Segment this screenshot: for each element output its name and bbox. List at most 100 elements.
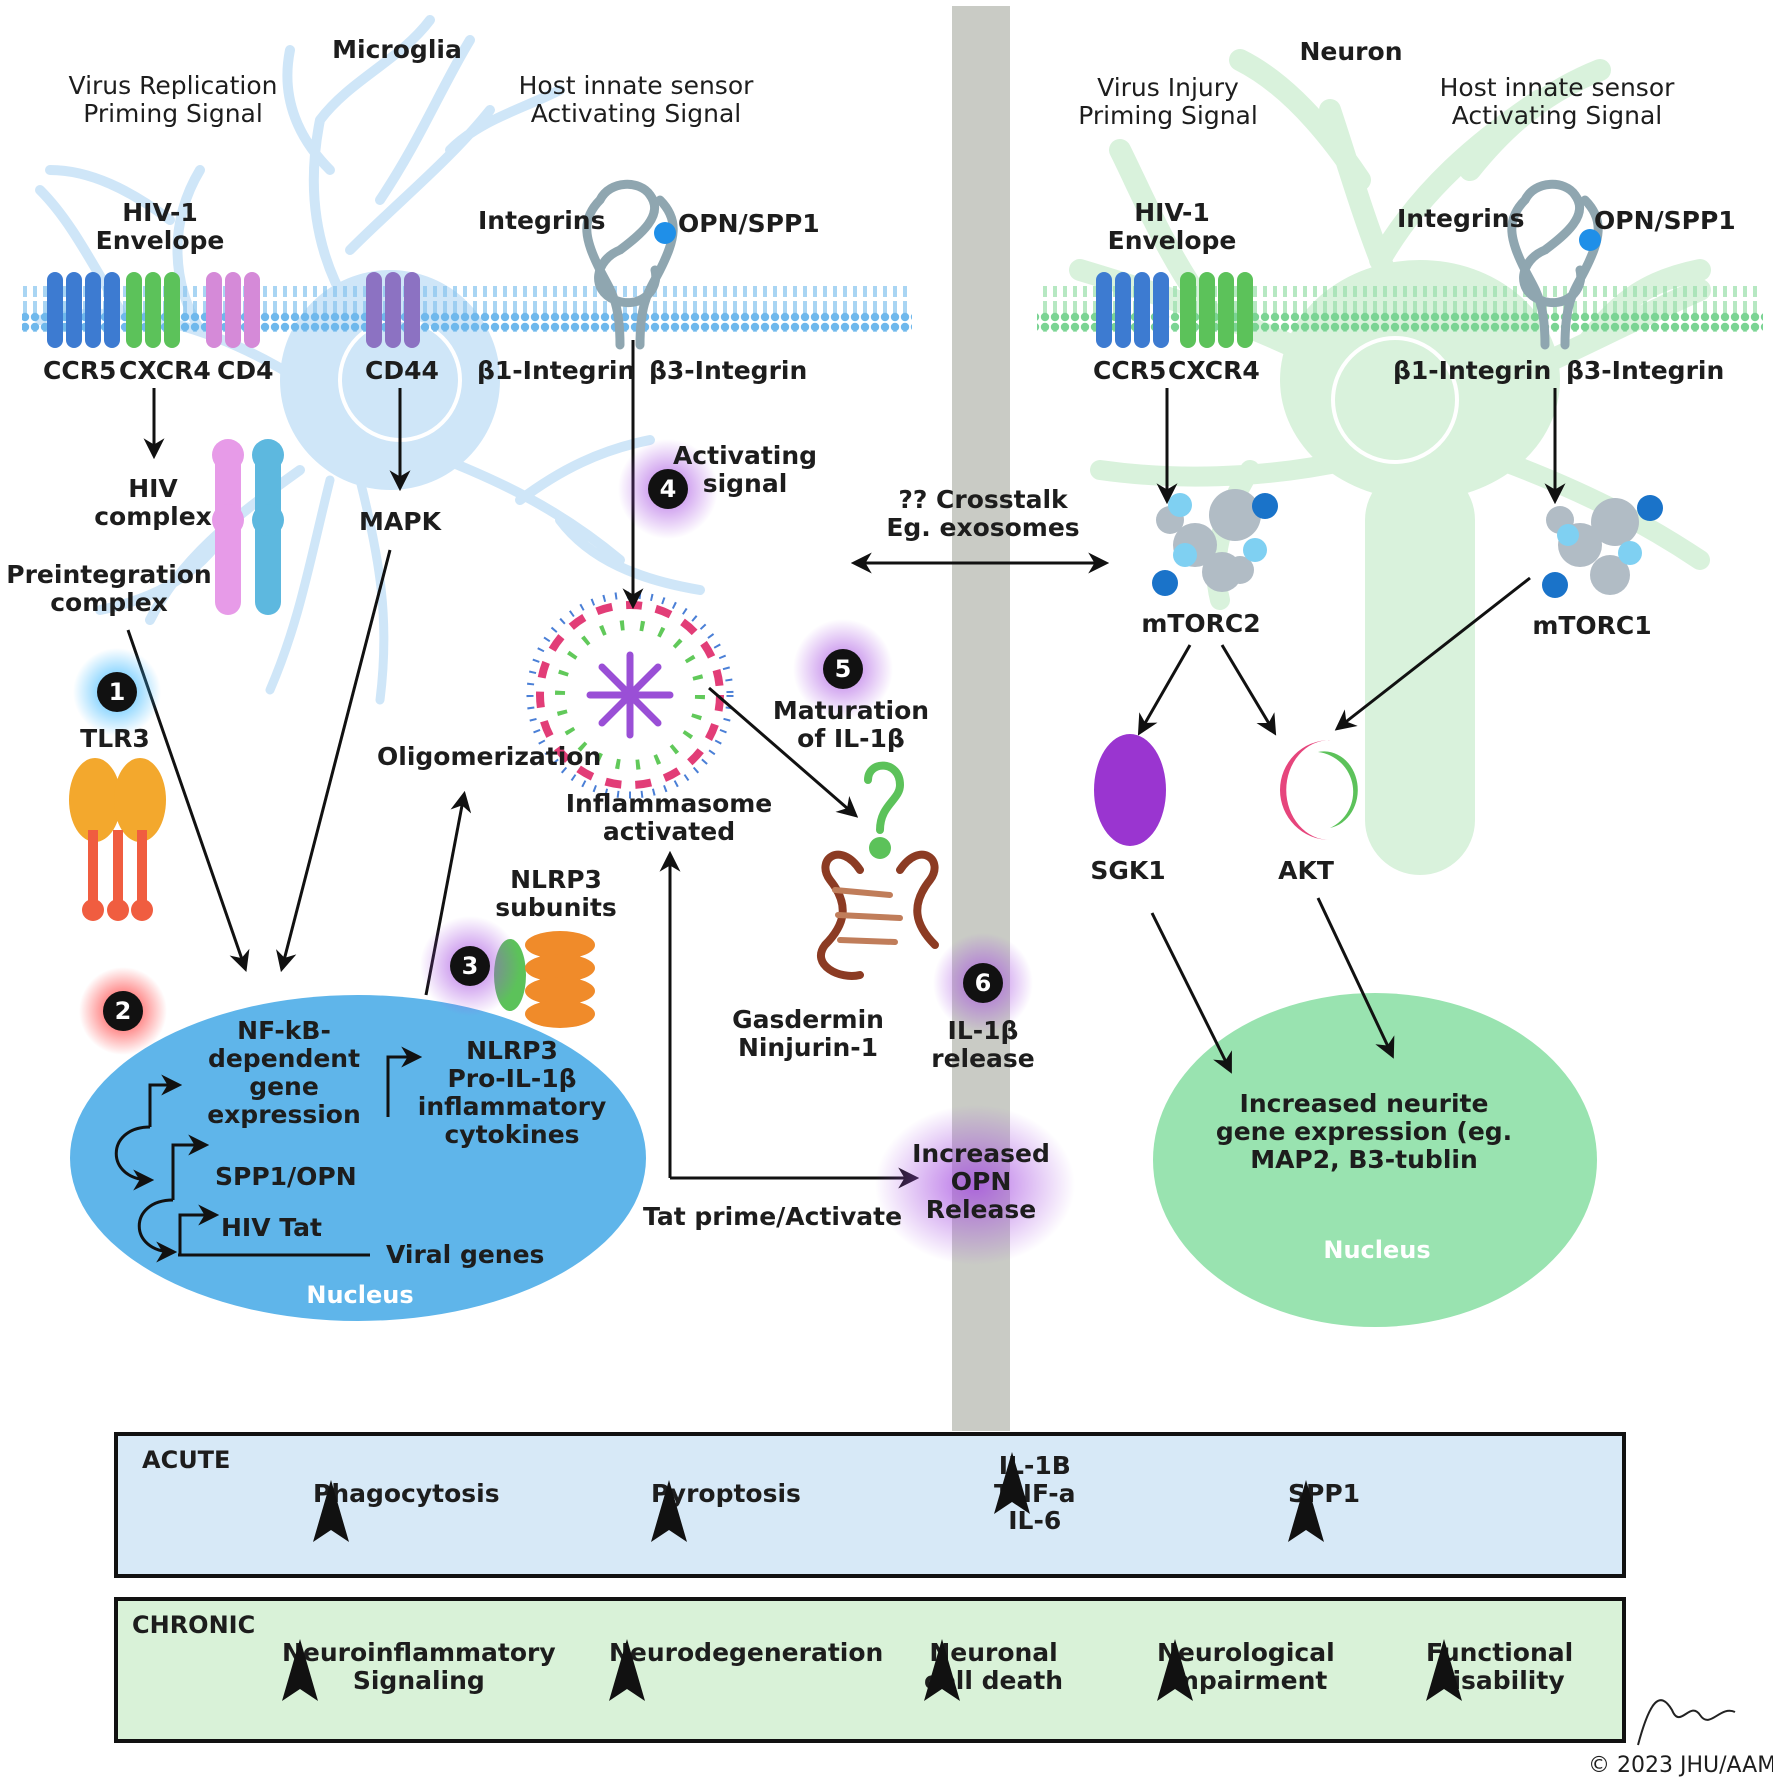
cd4-label: CD4 xyxy=(217,356,274,385)
neuron-nucleus xyxy=(1153,993,1597,1327)
oligomerization-label: Oligomerization xyxy=(377,742,602,771)
neuron-nucleus-label: Nucleus xyxy=(1323,1236,1431,1264)
increase-arrow-icon xyxy=(1157,1639,1193,1701)
step-badge-2: 2 xyxy=(103,991,143,1031)
neuron-b3-integrin-label: β3-Integrin xyxy=(1566,356,1725,385)
increase-arrow-icon xyxy=(313,1480,349,1542)
microglia-integrins-label: Integrins xyxy=(478,206,606,235)
gene-transcription-arrows xyxy=(114,1046,423,1263)
cd4-receptor xyxy=(206,272,260,348)
increase-arrow-icon xyxy=(609,1639,645,1701)
increase-arrow-icon xyxy=(994,1452,1030,1514)
increase-arrow-icon xyxy=(1288,1480,1324,1542)
neuron-ccr5-label: CCR5 xyxy=(1093,356,1167,385)
akt-icon xyxy=(1280,740,1358,840)
neuron-integrin xyxy=(1507,179,1603,350)
cd44-receptor xyxy=(366,272,420,348)
cd44-label: CD44 xyxy=(365,356,439,385)
hiv-complex-icon xyxy=(212,439,284,615)
step-badge-5: 5 xyxy=(823,649,863,689)
hiv-tat-gene-label: HIV Tat xyxy=(221,1213,322,1242)
step-badge-4: 4 xyxy=(648,469,688,509)
tat-prime-label: Tat prime/Activate xyxy=(643,1202,903,1231)
akt-label: AKT xyxy=(1278,856,1334,885)
inflammasome-icon xyxy=(526,591,734,799)
microglia-opn-ligand xyxy=(654,222,676,244)
neuron-ccr5-receptor xyxy=(1096,272,1169,348)
microglia-header: Microglia xyxy=(332,35,462,64)
artist-signature xyxy=(1637,1699,1736,1746)
cxcr4-label: CXCR4 xyxy=(119,356,211,385)
microglia-b1-integrin-label: β1-Integrin xyxy=(477,356,636,385)
mtorc1-icon xyxy=(1542,495,1663,598)
mtorc2-label: mTORC2 xyxy=(1141,609,1261,638)
mtorc2-icon xyxy=(1152,489,1278,596)
neuron-cxcr4-receptor xyxy=(1180,272,1253,348)
increase-arrow-icon xyxy=(924,1639,960,1701)
chronic-outcome-neurodegeneration: Neurodegeneration xyxy=(609,1639,883,1701)
neuron-inner-outline xyxy=(1331,336,1459,464)
step-badge-6: 6 xyxy=(963,963,1003,1003)
microglia-nucleus-label: Nucleus xyxy=(306,1281,414,1309)
acute-title: ACUTE xyxy=(142,1446,231,1474)
chronic-title: CHRONIC xyxy=(132,1611,256,1639)
neuron-cxcr4-label: CXCR4 xyxy=(1168,356,1260,385)
ccr5-receptor xyxy=(47,272,120,348)
il1b-gasdermin-icon xyxy=(817,761,939,980)
microglia-opn-label: OPN/SPP1 xyxy=(678,209,820,238)
spp1-opn-gene-label: SPP1/OPN xyxy=(215,1162,357,1191)
mtorc1-label: mTORC1 xyxy=(1532,611,1652,640)
microglia-b3-integrin-label: β3-Integrin xyxy=(649,356,808,385)
sgk1-label: SGK1 xyxy=(1090,856,1166,885)
opn-release-glow xyxy=(875,1105,1075,1265)
increase-arrow-icon xyxy=(1426,1639,1462,1701)
sgk1-icon xyxy=(1094,734,1166,846)
microglia-integrin xyxy=(582,179,678,350)
increase-arrow-icon xyxy=(651,1480,687,1542)
neuron-opn-ligand xyxy=(1579,229,1601,251)
microglia-nucleus xyxy=(70,995,646,1321)
step-badge-1: 1 xyxy=(97,672,137,712)
neuron-b1-integrin-label: β1-Integrin xyxy=(1393,356,1552,385)
neuron-opn-label: OPN/SPP1 xyxy=(1594,206,1736,235)
copyright-text: © 2023 JHU/AAM xyxy=(1588,1753,1773,1778)
neuron-integrins-label: Integrins xyxy=(1397,204,1525,233)
cxcr4-receptor xyxy=(126,272,180,348)
increase-arrow-icon xyxy=(282,1639,318,1701)
mapk-label: MAPK xyxy=(359,507,441,536)
tlr3-receptor-icon xyxy=(69,758,166,921)
viral-genes-label: Viral genes xyxy=(386,1240,545,1269)
acute-outcome-spp1: SPP1 xyxy=(1288,1480,1360,1542)
acute-outcome-pyroptosis: Pyroptosis xyxy=(651,1480,801,1542)
ccr5-label: CCR5 xyxy=(43,356,117,385)
step-badge-3: 3 xyxy=(450,946,490,986)
neuron-header: Neuron xyxy=(1299,37,1403,66)
